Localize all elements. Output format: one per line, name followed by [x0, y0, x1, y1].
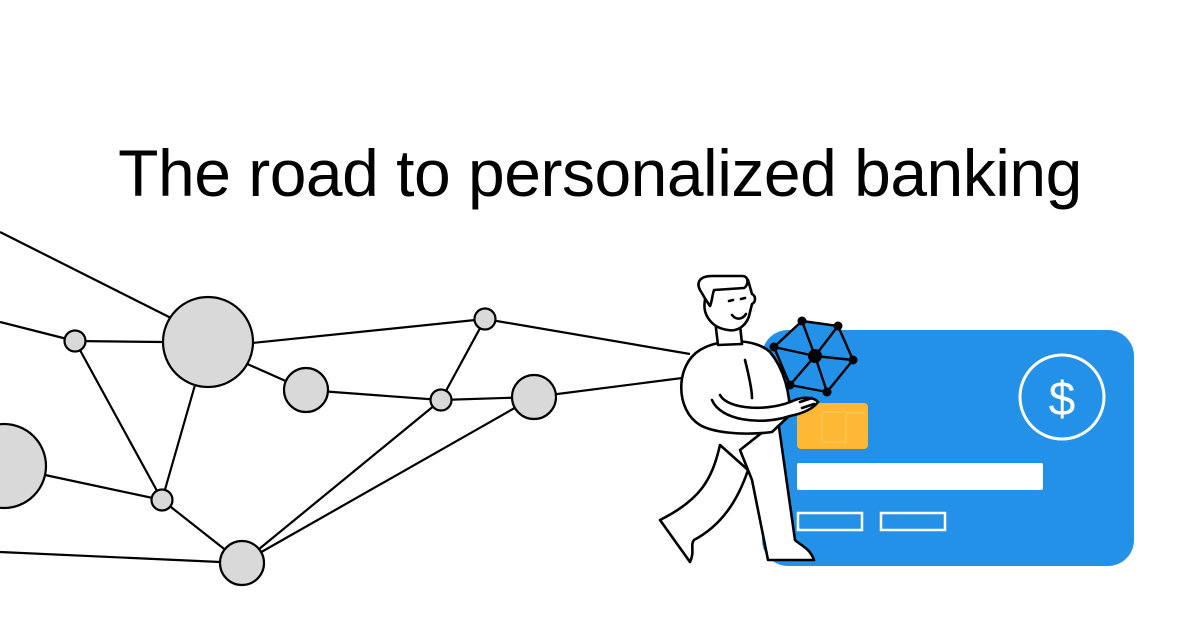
svg-text:$: $: [1049, 373, 1076, 426]
network-node: [0, 422, 48, 510]
network-node: [218, 539, 266, 587]
credit-card: $: [762, 330, 1134, 566]
person-finger: [798, 396, 814, 404]
network-node: [150, 488, 174, 512]
network-nodes: [0, 295, 558, 587]
network-graph: [0, 231, 691, 565]
person-eye: [739, 296, 747, 301]
dollar-icon: $: [1018, 353, 1106, 441]
network-node: [161, 295, 255, 389]
card-body: [762, 330, 1134, 566]
network-node: [429, 388, 453, 412]
person-hair: [697, 274, 749, 308]
person-arm-line: [743, 358, 754, 400]
network-node: [473, 307, 497, 331]
network-node: [63, 329, 87, 353]
card-field-1: [796, 511, 864, 532]
person-figure: [658, 274, 820, 564]
card-chip-icon: [797, 403, 868, 449]
network-node: [510, 373, 558, 421]
network-node: [282, 366, 330, 414]
person-arm: [710, 393, 820, 423]
person-smile: [730, 312, 748, 320]
page-title: The road to personalized banking: [118, 136, 1082, 211]
card-field-2: [879, 511, 947, 532]
card-number-bar: [797, 463, 1043, 490]
person-finger: [800, 402, 816, 410]
network-cube-icon: [769, 316, 858, 397]
person-eye: [727, 298, 735, 303]
person-front-leg: [738, 418, 816, 562]
person-back-leg: [658, 443, 750, 564]
